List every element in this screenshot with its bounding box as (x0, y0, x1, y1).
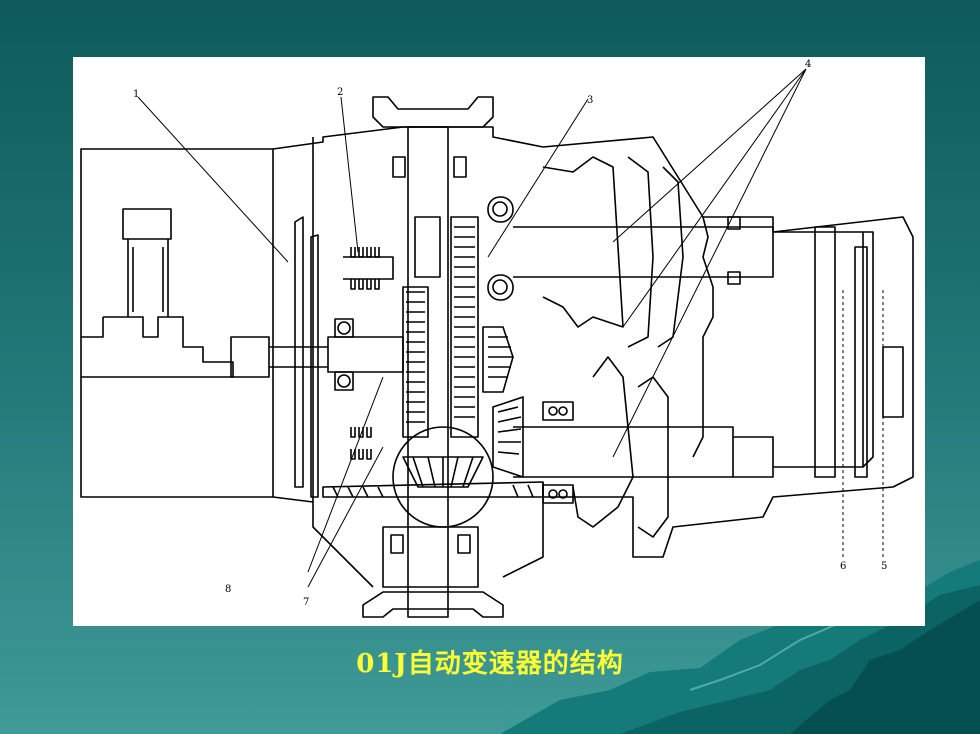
label-8: 8 (225, 584, 231, 595)
label-6: 6 (840, 561, 846, 572)
label-4: 4 (805, 59, 811, 70)
label-7: 7 (303, 597, 309, 608)
slide-caption: 01J自动变速器的结构 (356, 649, 624, 679)
label-2: 2 (337, 87, 343, 98)
label-5: 5 (881, 561, 887, 572)
label-1: 1 (133, 89, 139, 100)
transmission-diagram: 1 2 3 4 5 6 7 8 (73, 57, 925, 626)
label-3: 3 (587, 95, 593, 106)
